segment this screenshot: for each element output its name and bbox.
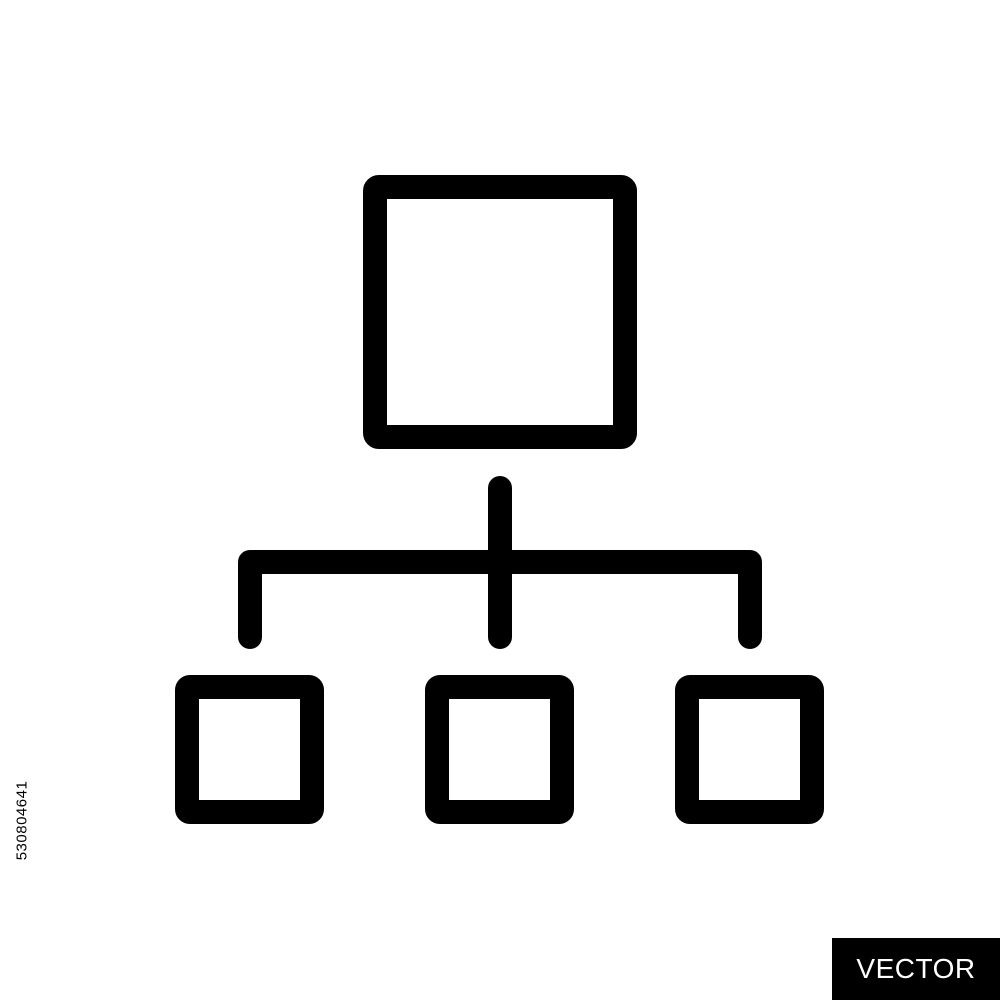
child-node-box-center <box>425 675 574 824</box>
child-node-box-right <box>675 675 824 824</box>
child-node-box-left <box>175 675 324 824</box>
vector-badge-label: VECTOR <box>856 953 976 984</box>
top-node-box <box>363 175 637 449</box>
vector-badge: VECTOR <box>832 938 1000 1000</box>
branch-connector <box>238 550 762 649</box>
stock-id-text: 530804641 <box>13 780 31 860</box>
stock-id-label: 530804641 <box>10 760 34 880</box>
